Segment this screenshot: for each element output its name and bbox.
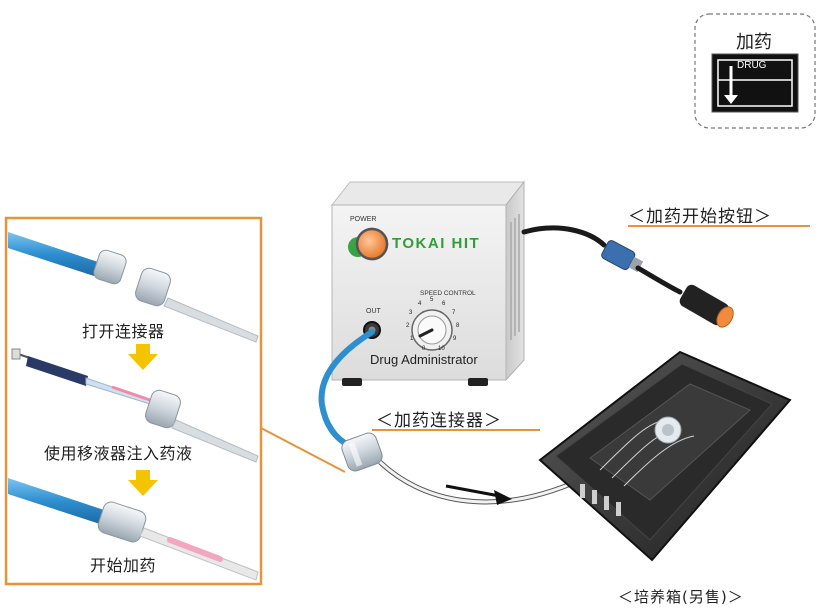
drug-button-title: 加药: [736, 32, 772, 53]
step-panel: [4, 216, 263, 586]
step3-illustration: [8, 478, 259, 581]
pipette: [26, 356, 88, 386]
dial-tick: 7: [452, 310, 456, 316]
step1-illustration: [8, 232, 259, 343]
device-power-label: POWER: [350, 216, 377, 223]
dial-tick: 9: [453, 336, 457, 342]
dashed-frame: [694, 13, 816, 129]
device-out-label: OUT: [366, 308, 381, 315]
start-button-cable: [521, 225, 607, 248]
drug-screen-label: DRUG: [737, 60, 767, 71]
connector-cap: [93, 249, 127, 285]
tray-ports: [580, 484, 621, 516]
dial-tick: 4: [418, 301, 422, 307]
dial-tick: 5: [430, 297, 434, 303]
drug-connector: [341, 432, 383, 472]
device-brand: TOKAI HIT: [392, 235, 481, 252]
drug-start-button: [679, 284, 734, 328]
callout-incubator: ＜培养箱(另售)＞: [618, 588, 744, 606]
dial-tick: 3: [409, 310, 413, 316]
dial-tick: 2: [406, 323, 410, 329]
drug-administrator-device: [330, 180, 526, 386]
dial-tick: 10: [438, 346, 445, 352]
connector-body: [135, 267, 171, 307]
step-label-open-connector: 打开连接器: [82, 322, 165, 341]
step-label-inject: 使用移液器注入药液: [44, 444, 193, 463]
step-arrow-2: [128, 470, 158, 496]
device-speed-label: SPEED CONTROL: [420, 290, 476, 297]
connector-body: [145, 389, 181, 429]
dial-tick: 6: [442, 301, 446, 307]
connector-joined: [97, 501, 147, 543]
drug-button-panel: [694, 13, 816, 129]
step-arrow-1: [128, 344, 158, 370]
device-name: Drug Administrator: [370, 352, 478, 367]
dial-tick: 8: [456, 323, 460, 329]
callout-drug-connector: ＜加药连接器＞: [376, 411, 502, 431]
dial-tick: 0: [422, 346, 426, 352]
incubator-tray: [538, 350, 792, 562]
speed-dial: [411, 309, 453, 351]
callout-start-button: ＜加药开始按钮＞: [628, 207, 772, 227]
vent-slots: [510, 214, 520, 340]
step2-illustration: [11, 348, 259, 463]
pointer-line: [260, 427, 346, 473]
dial-tick: 1: [410, 336, 414, 342]
drug-screen: [711, 53, 799, 113]
blue-tube: [318, 329, 375, 449]
down-arrow-icon: [724, 66, 738, 104]
step-label-start: 开始加药: [90, 556, 157, 575]
